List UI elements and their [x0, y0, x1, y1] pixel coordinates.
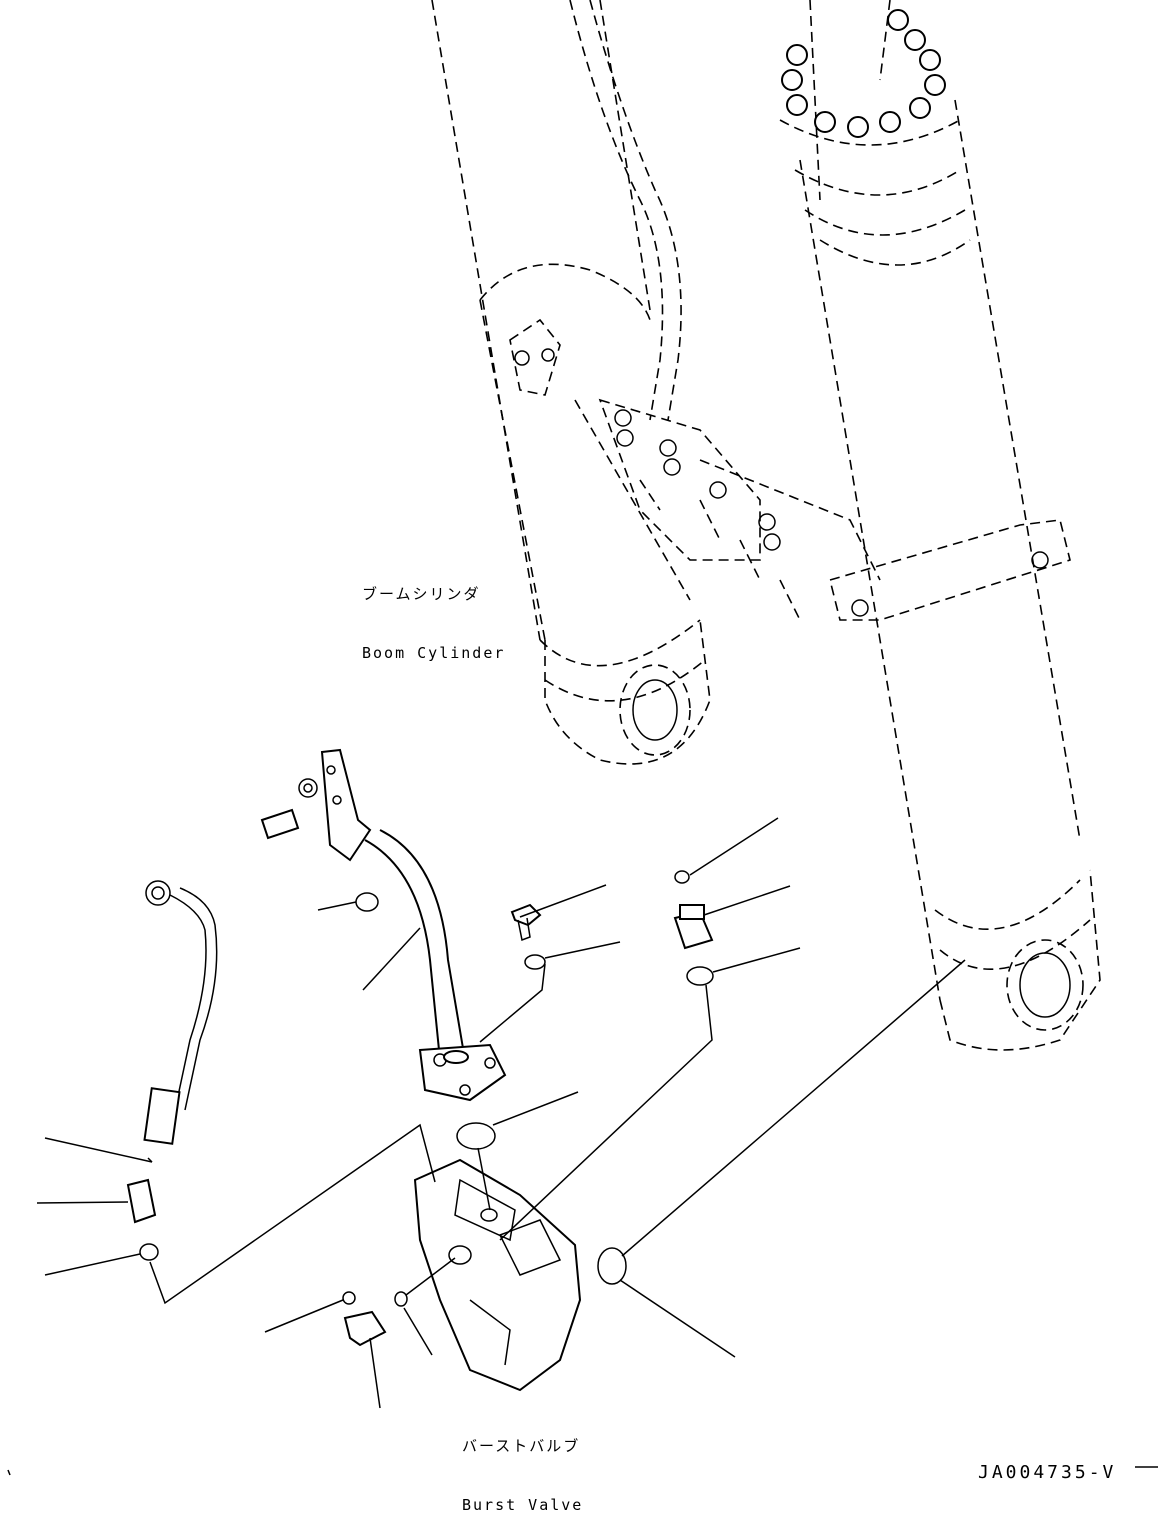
elbow-fitting — [343, 1310, 387, 1347]
o-ring-small-top — [674, 870, 690, 884]
hose-fitting-block — [598, 398, 881, 621]
hydraulic-hose — [143, 880, 218, 1145]
pipe-assembly — [320, 748, 507, 1102]
burst-valve-label: バーストバルブ Burst Valve — [462, 1397, 583, 1535]
bolt-and-washer-set — [260, 778, 318, 840]
burst-valve-label-ja: バーストバルブ — [462, 1437, 581, 1455]
cylinder-clamp-left — [509, 318, 561, 396]
plug-bolt — [510, 903, 542, 942]
seal-washer — [524, 954, 546, 970]
o-ring-fitting — [686, 966, 714, 986]
cylinder-clamp-right — [829, 519, 1071, 621]
boom-cylinder-left-hose — [569, 0, 682, 421]
boom-cylinder-right — [779, 0, 1101, 1051]
exploded-parts-diagram — [7, 0, 1158, 1476]
boom-cylinder-left — [431, 0, 711, 765]
boom-cylinder-label-ja: ブームシリンダ — [362, 585, 481, 603]
o-ring-upper — [355, 892, 379, 912]
document-code: JA004735-V — [978, 1462, 1117, 1483]
leader-lines — [36, 817, 966, 1409]
connector-fitting — [673, 904, 714, 950]
cylinder-head-bolts — [781, 9, 946, 138]
o-ring-flange — [456, 1122, 496, 1150]
boom-cylinder-label-en: Boom Cylinder — [362, 643, 506, 662]
o-ring-left — [139, 1243, 159, 1261]
o-ring-large — [597, 1247, 627, 1285]
nipple-fitting-left — [126, 1157, 157, 1224]
burst-valve-label-en: Burst Valve — [462, 1495, 584, 1514]
o-ring-valve-port — [394, 1291, 408, 1307]
page-edge-marks — [7, 1466, 1158, 1476]
burst-valve-body — [413, 1158, 582, 1392]
o-ring-small-bottom — [342, 1291, 356, 1305]
boom-cylinder-label: ブームシリンダ Boom Cylinder — [362, 545, 505, 683]
